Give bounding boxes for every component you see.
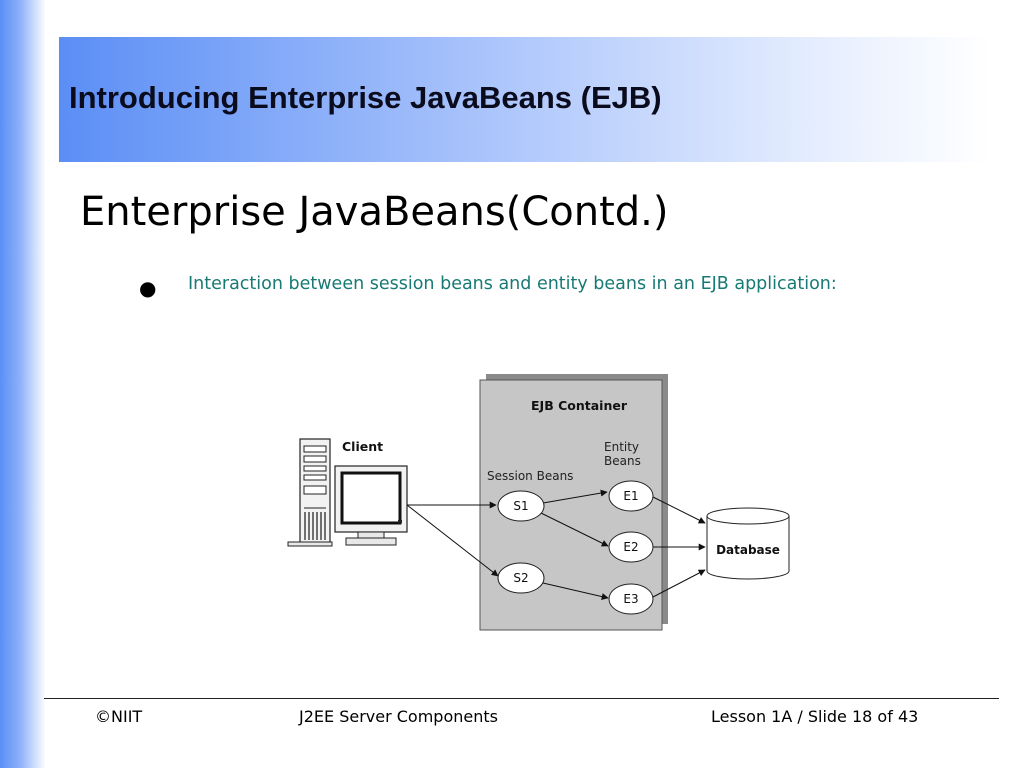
footer-course: J2EE Server Components	[299, 707, 498, 726]
title-band	[59, 37, 990, 162]
container-label: EJB Container	[531, 398, 628, 413]
footer-copyright: ©NIIT	[95, 707, 143, 726]
arrow-s1-e1	[542, 489, 608, 504]
entity-beans-label-line1: Entity	[604, 440, 639, 454]
session-bean-s1	[497, 490, 545, 522]
slide-heading: Enterprise JavaBeans(Contd.)	[80, 189, 669, 235]
computer-icon	[287, 438, 408, 547]
client-label: Client	[342, 439, 383, 454]
session-bean-s2	[497, 562, 545, 594]
entity-bean-e3	[608, 583, 654, 615]
e2-label: E2	[623, 540, 638, 554]
entity-bean-e2	[608, 531, 654, 563]
arrow-s2-e3	[542, 582, 609, 600]
e3-label: E3	[623, 592, 638, 606]
footer-divider	[44, 698, 999, 699]
left-accent-bar	[0, 0, 46, 768]
e1-label: E1	[623, 489, 638, 503]
s1-label: S1	[513, 499, 528, 513]
arrow-client-s2	[406, 504, 499, 577]
arrow-e3-db	[652, 569, 706, 598]
session-beans-label: Session Beans	[487, 469, 573, 483]
bullet-text: Interaction between session beans and en…	[188, 274, 837, 294]
arrow-s1-e2	[540, 512, 609, 547]
slide-title: Introducing Enterprise JavaBeans (EJB)	[69, 80, 662, 115]
entity-bean-e1	[608, 480, 654, 512]
ejb-diagram: EJB Container Client Entity Beans Sessio…	[287, 374, 790, 631]
bullet-icon: ●	[139, 276, 157, 300]
arrow-e1-db	[652, 496, 706, 524]
database-icon	[706, 507, 790, 580]
database-label: Database	[716, 543, 780, 557]
s2-label: S2	[513, 571, 528, 585]
footer-slide-number: Lesson 1A / Slide 18 of 43	[711, 707, 919, 726]
entity-beans-label-line2: Beans	[604, 454, 641, 468]
